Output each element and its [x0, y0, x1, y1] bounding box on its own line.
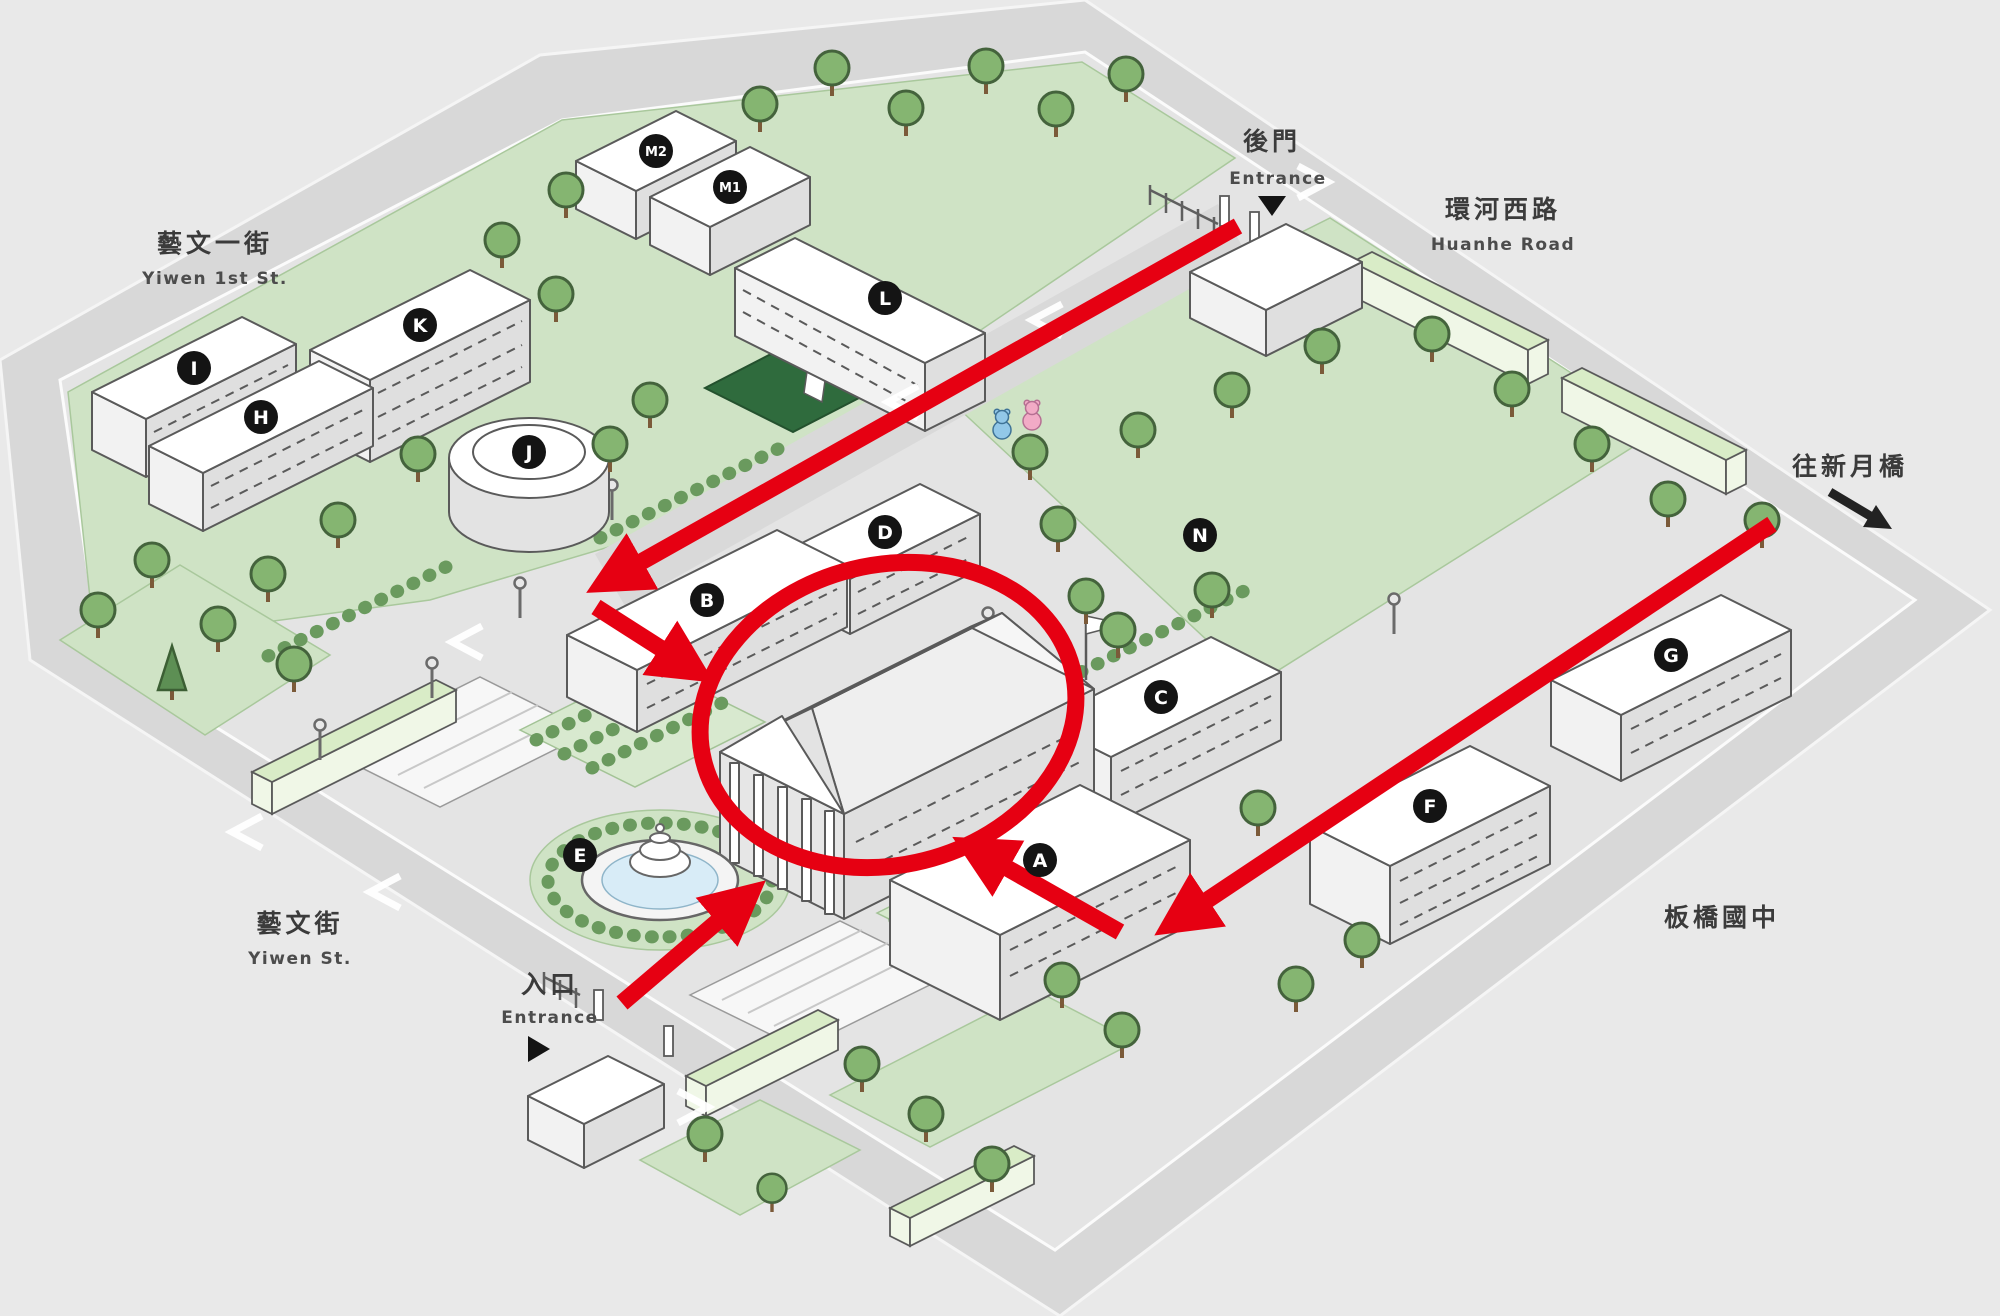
main-gate-pointer-icon: [528, 1036, 550, 1062]
street-label-huanhe-en: Huanhe Road: [1431, 235, 1575, 255]
back-gate-pointer-icon: [1258, 196, 1286, 216]
lawn-southeast-2: [638, 1099, 862, 1216]
building-main-guardhouse: [527, 1055, 665, 1169]
road-arrow-icon: [362, 872, 402, 912]
gate-pillar: [1219, 195, 1230, 227]
street-label-yiwen-zh: 藝文街: [256, 909, 343, 938]
building-marker-N: N: [1183, 518, 1217, 552]
marker-label: H: [253, 407, 269, 429]
marker-label: G: [1663, 645, 1679, 667]
route-into-loop: [952, 836, 1125, 940]
marker-label: M1: [719, 181, 741, 196]
marker-label: A: [1033, 850, 1048, 872]
bridge-direction-arrow-icon: [1827, 488, 1892, 529]
main-gate-label-en: Entrance: [501, 1008, 598, 1028]
court-south: [688, 920, 952, 1050]
back-gate-label-zh: 後門: [1243, 127, 1301, 156]
building-marker-K: K: [403, 308, 437, 342]
back-gate-label-en: Entrance: [1229, 169, 1326, 189]
main-gate-label-zh: 入口: [521, 970, 579, 999]
hedge-row: [593, 441, 787, 545]
visit-route: [586, 218, 1777, 1010]
road-arrow-icon: [224, 812, 264, 852]
hedge-wall: [1559, 366, 1749, 496]
route-from-back-gate: [586, 218, 1243, 593]
marker-label: B: [700, 590, 714, 612]
street-label-huanhe-zh: 環河西路: [1445, 195, 1561, 224]
building-back-guardhouse: [1189, 223, 1363, 357]
building-marker-M2: M2: [639, 134, 673, 168]
marker-label: D: [877, 522, 893, 544]
building-marker-B: B: [690, 583, 724, 617]
building-marker-H: H: [244, 400, 278, 434]
road-arrow-icon: [444, 622, 484, 662]
marker-label: L: [879, 288, 891, 310]
marker-label: J: [523, 442, 532, 464]
bear-sculpture-pink: [1022, 399, 1042, 431]
gate-pillar: [593, 989, 604, 1021]
portico-pediment: [719, 715, 845, 815]
hedge-row: [261, 554, 465, 663]
gate-pillar: [663, 1025, 674, 1057]
marker-label: C: [1154, 687, 1168, 709]
lawn-northwest: [67, 61, 1237, 646]
marker-label: N: [1192, 525, 1208, 547]
building-marker-E: E: [563, 838, 597, 872]
building-marker-L: L: [868, 281, 902, 315]
building-marker-M1: M1: [713, 170, 747, 204]
street-label-yiwen1st-zh: 藝文一街: [157, 229, 273, 258]
building-marker-J: J: [512, 435, 546, 469]
building-marker-F: F: [1413, 789, 1447, 823]
building-marker-D: D: [868, 515, 902, 549]
route-from-east: [1154, 516, 1777, 936]
route-turn-to-hall: [591, 599, 715, 683]
marker-label: E: [574, 845, 587, 867]
building-marker-G: G: [1654, 638, 1688, 672]
label-to-bridge: 往新月橋: [1792, 452, 1908, 481]
marker-label: M2: [645, 145, 667, 160]
road-arrow-icon: [676, 1087, 716, 1127]
label-banqiao-junior-high: 板橋國中: [1664, 903, 1780, 932]
main-gate-fence: [542, 972, 674, 1057]
hedge-row: [1058, 581, 1257, 687]
lawn-west-corner: [58, 564, 332, 736]
street-label-yiwen1st-en: Yiwen 1st St.: [141, 269, 288, 289]
building-marker-I: I: [177, 351, 211, 385]
hedge-wall: [249, 678, 459, 816]
road-arrow-icon: [1296, 162, 1336, 202]
marker-label: F: [1424, 796, 1437, 818]
building-marker-A: A: [1023, 843, 1057, 877]
building-marker-C: C: [1144, 680, 1178, 714]
route-from-main-gate: [616, 880, 766, 1010]
marker-label: I: [190, 358, 197, 380]
street-label-yiwen-en: Yiwen St.: [247, 949, 352, 969]
column-icon: [777, 786, 788, 890]
marker-label: K: [413, 315, 429, 337]
route-loop-main-hall: [691, 553, 1085, 877]
bear-sculpture-blue: [992, 408, 1012, 440]
